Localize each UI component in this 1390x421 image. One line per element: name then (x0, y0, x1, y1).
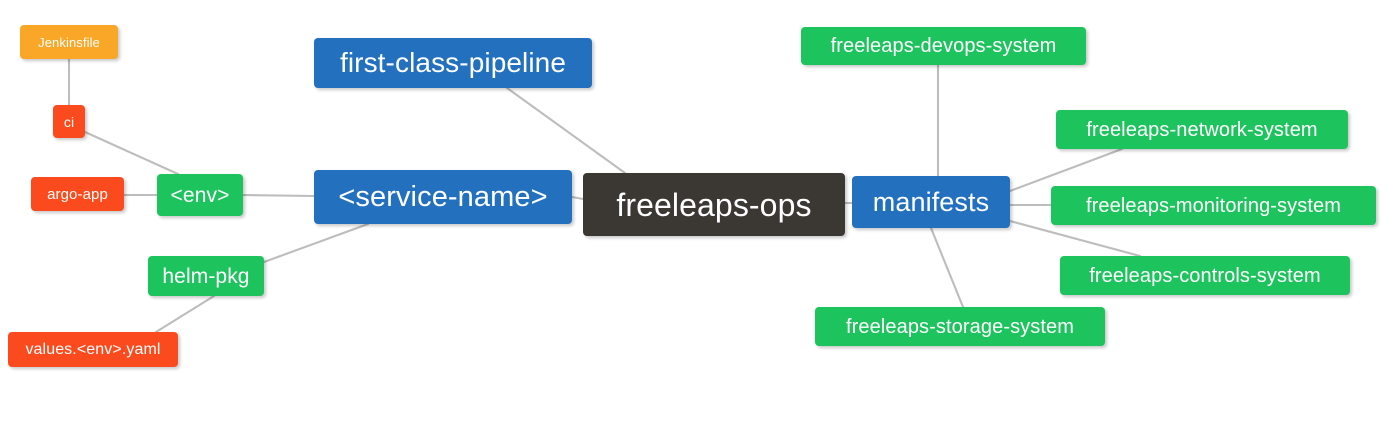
node-label: helm-pkg (162, 264, 250, 288)
edge-manifests-storage (929, 226, 965, 309)
node-label: freeleaps-network-system (1086, 118, 1318, 141)
node-jenkinsfile[interactable]: Jenkinsfile (20, 25, 118, 59)
node-label: freeleaps-devops-system (830, 35, 1057, 57)
edge-env-servicename (241, 193, 316, 198)
node-label: ci (63, 113, 75, 130)
node-label: <service-name> (338, 180, 548, 213)
edge-manifests-network (1008, 147, 1124, 193)
edge-manifests-controls (1008, 219, 1142, 258)
node-service-name[interactable]: <service-name> (314, 170, 572, 224)
node-label: <env> (170, 183, 230, 207)
node-freeleaps-controls-system[interactable]: freeleaps-controls-system (1060, 256, 1350, 295)
node-label: freeleaps-controls-system (1089, 264, 1321, 287)
node-first-class-pipeline[interactable]: first-class-pipeline (314, 38, 592, 88)
node-argo-app[interactable]: argo-app (31, 177, 124, 211)
edge-firstclasspipeline-freeleapsops (505, 86, 627, 175)
node-label: values.<env>.yaml (25, 340, 161, 358)
node-env[interactable]: <env> (157, 174, 243, 216)
node-label: freeleaps-storage-system (845, 315, 1075, 338)
node-label: freeleaps-ops (616, 186, 812, 223)
node-manifests[interactable]: manifests (852, 176, 1010, 228)
edge-values-helmpkg (154, 294, 216, 334)
node-label: manifests (872, 186, 990, 217)
node-freeleaps-devops-system[interactable]: freeleaps-devops-system (801, 27, 1086, 65)
edge-ci-env (83, 130, 180, 176)
edge-servicename-freeleapsops (570, 195, 585, 201)
node-label: first-class-pipeline (339, 47, 567, 78)
edge-helmpkg-servicename (262, 222, 370, 264)
node-label: Jenkinsfile (38, 34, 100, 50)
node-freeleaps-storage-system[interactable]: freeleaps-storage-system (815, 307, 1105, 346)
node-label: argo-app (47, 185, 108, 203)
node-values-env-yaml[interactable]: values.<env>.yaml (8, 332, 178, 367)
node-freeleaps-monitoring-system[interactable]: freeleaps-monitoring-system (1051, 186, 1376, 225)
node-freeleaps-ops[interactable]: freeleaps-ops (583, 173, 845, 236)
node-ci[interactable]: ci (53, 105, 85, 138)
node-label: freeleaps-monitoring-system (1085, 194, 1341, 217)
node-helm-pkg[interactable]: helm-pkg (148, 256, 264, 296)
node-freeleaps-network-system[interactable]: freeleaps-network-system (1056, 110, 1348, 149)
